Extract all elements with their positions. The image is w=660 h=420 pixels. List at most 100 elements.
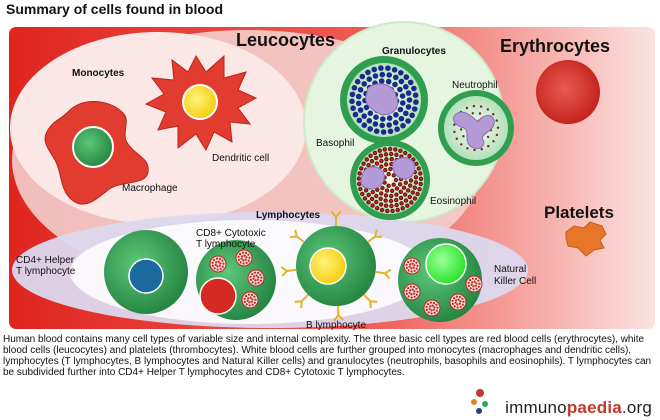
basophil-granule — [350, 105, 356, 111]
cd8-granule-dot — [215, 257, 218, 260]
nk-granule-dot — [477, 285, 480, 288]
nk-cell-label-line2: Killer Cell — [494, 276, 536, 287]
basophil-granule — [385, 78, 392, 85]
eosinophil-granule — [386, 183, 391, 189]
cd8-granule-dot — [245, 256, 248, 259]
nk-granule-dot — [412, 266, 415, 269]
eosinophil-granule — [395, 207, 400, 213]
eosinophil-granule — [378, 196, 383, 202]
nk-granule-dot — [469, 279, 472, 282]
basophil-granule — [349, 91, 356, 98]
nk-granule-dot — [472, 285, 475, 288]
cd8-granule-dot — [241, 255, 244, 258]
cd8-granule-dot — [216, 268, 219, 271]
antibody-arm — [280, 266, 288, 272]
basophil-granule — [361, 81, 368, 87]
eosinophil-granule — [380, 185, 385, 191]
nk-granule-dot — [459, 305, 462, 308]
cd8-granule-dot — [254, 279, 257, 282]
cd8-granule-dot — [253, 295, 256, 298]
neutrophil-granule — [495, 133, 499, 137]
basophil-granule — [397, 106, 404, 113]
cd8-granule-dot — [251, 303, 254, 306]
nk-granule-dot — [409, 259, 412, 262]
nk-granule-dot — [410, 267, 413, 270]
eosinophil-granule — [403, 198, 409, 203]
antibody-arm — [294, 229, 298, 237]
eosinophil-granule — [360, 191, 365, 197]
eosinophil-granule — [403, 150, 408, 156]
eosinophil-nucleus-lobe-right — [392, 157, 416, 180]
nk-granule-dot — [474, 277, 478, 280]
basophil-granule — [397, 86, 403, 93]
antibody-arm — [294, 300, 302, 303]
neutrophil-granule — [453, 123, 456, 126]
basophil-granule — [355, 93, 362, 100]
eosinophil-granule — [412, 185, 417, 190]
eosinophil-granule — [357, 171, 362, 176]
blood-cells-diagram: Leucocytes Erythrocytes Platelets Granul… — [7, 21, 657, 331]
cd8-granule-dot — [253, 275, 256, 278]
eosinophil-granule — [383, 162, 389, 167]
basophil-granule — [373, 114, 379, 120]
eosinophil-granule — [408, 178, 414, 183]
cd8-granule-dot — [245, 303, 248, 306]
basophil-granule — [398, 115, 405, 122]
eosinophil-granule — [391, 173, 396, 178]
basophil-granule — [405, 118, 411, 124]
nk-cell-label-line1: Natural — [494, 264, 526, 275]
nk-granule-dot — [459, 300, 462, 303]
eosinophil-granule — [406, 188, 411, 193]
basophil-granule — [406, 97, 413, 103]
eosinophil-granule — [362, 196, 368, 201]
nk-granule-dot — [467, 284, 470, 287]
cd8-granule-dot — [259, 279, 262, 282]
cd8-granule-dot — [221, 259, 224, 262]
neutrophil-granule — [453, 130, 456, 134]
eosinophil-granule — [358, 186, 363, 192]
eosinophil-granule — [357, 181, 362, 187]
eosinophil-granule — [407, 153, 412, 159]
cd8-granule-dot — [251, 281, 254, 284]
eosinophil-granule — [384, 157, 389, 162]
nk-granule-dot — [432, 308, 435, 311]
cd8-granule-dot — [249, 296, 252, 299]
cd8-granule-dot — [243, 297, 246, 300]
eosinophil-granule — [394, 186, 400, 191]
cd8-granule-dot — [215, 261, 218, 264]
basophil-granule — [393, 112, 399, 118]
eosinophil-granule — [370, 203, 375, 208]
basophil-label: Basophil — [316, 138, 354, 149]
nk-granule-dot — [429, 305, 432, 308]
immunopaedia-logo-mark — [471, 389, 488, 414]
eosinophil-granule — [398, 148, 403, 154]
eosinophil-granule — [377, 148, 382, 153]
nk-granule-dot — [451, 299, 454, 302]
cd8-granule-dot — [211, 261, 214, 264]
nk-granule-dot — [471, 277, 474, 280]
cd8-t-cell-nucleus — [199, 277, 237, 315]
nk-granule-dot — [474, 284, 477, 287]
eosinophil-granule — [407, 194, 412, 200]
eosinophil-granule — [393, 147, 398, 152]
basophil-granule — [398, 78, 405, 85]
eosinophil-granule — [412, 196, 418, 201]
neutrophil-granule — [478, 112, 482, 115]
eosinophil-granule — [394, 202, 399, 208]
cd8-granule-dot — [254, 282, 257, 285]
basophil-granule — [351, 85, 358, 91]
eosinophil-granule — [379, 207, 385, 213]
nk-granule-dot — [413, 295, 416, 298]
basophil-granule — [403, 74, 410, 80]
cd8-granule-dot — [219, 267, 222, 270]
dendritic-nucleus — [182, 84, 218, 120]
antibody-stem — [363, 294, 372, 302]
eosinophil-granule — [385, 208, 390, 214]
nk-granule-dot — [475, 287, 478, 290]
nk-granule-dot — [405, 266, 408, 269]
nk-granule-dot — [461, 297, 464, 300]
antibody-arm — [370, 300, 378, 303]
antibody-arm — [337, 314, 344, 321]
basophil-granule — [363, 104, 370, 111]
cd8-granule-dot — [213, 259, 216, 262]
